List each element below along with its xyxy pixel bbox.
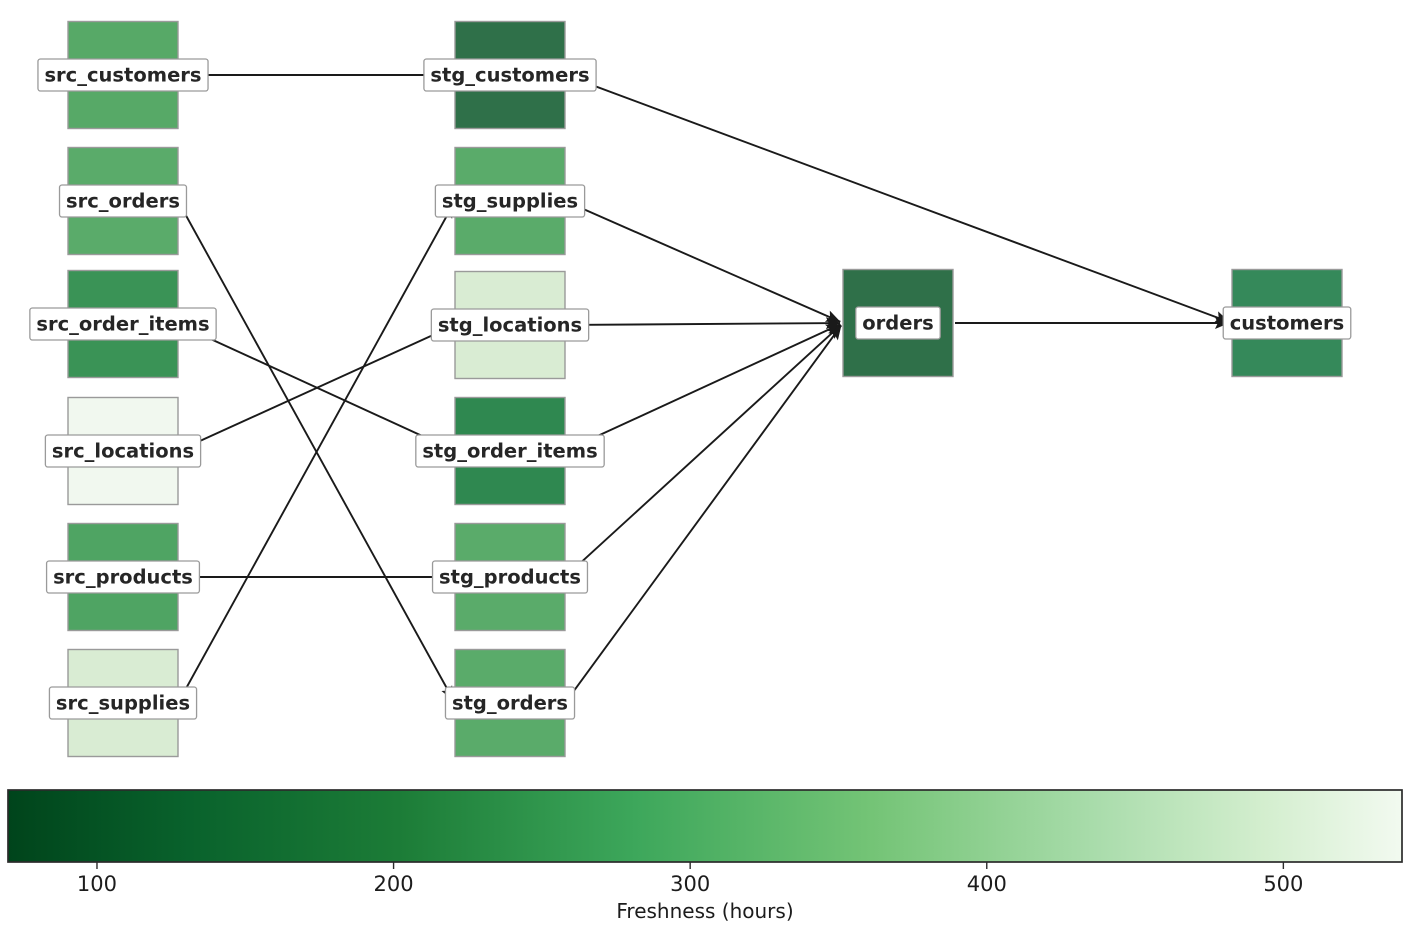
colorbar-ticklabel-400: 400 [967, 872, 1007, 896]
edge-stg_supplies-to-orders [566, 200, 841, 323]
node-label-box-src_customers [37, 58, 209, 92]
node-label-box-src_supplies [48, 686, 198, 720]
node-label-text-stg_orders: stg_orders [452, 692, 568, 715]
node-label-box-orders [855, 306, 941, 340]
node-label-customers: customers [1222, 306, 1352, 340]
node-label-box-src_locations [44, 434, 202, 468]
colorbar-ticklabel-300: 300 [670, 872, 710, 896]
edge-stg_customers-to-customers [566, 74, 1230, 323]
node-label-text-src_products: src_products [53, 566, 193, 589]
node-label-box-stg_order_items [415, 434, 605, 468]
node-label-text-src_locations: src_locations [52, 440, 194, 463]
node-label-box-src_products [45, 560, 201, 594]
node-label-text-stg_products: stg_products [439, 566, 581, 589]
node-label-src_products: src_products [45, 560, 201, 594]
node-label-text-src_orders: src_orders [66, 190, 180, 213]
edge-stg_orders-to-orders [565, 324, 842, 702]
node-label-box-customers [1222, 306, 1352, 340]
node-label-text-customers: customers [1230, 312, 1345, 335]
node-label-text-stg_supplies: stg_supplies [442, 190, 578, 213]
node-label-stg_order_items: stg_order_items [415, 434, 605, 468]
edge-src_locations-to-stg_locations [179, 325, 453, 452]
node-label-text-src_order_items: src_order_items [36, 313, 209, 336]
node-label-text-stg_customers: stg_customers [430, 64, 589, 87]
edge-stg_products-to-orders [565, 324, 842, 577]
node-label-box-stg_customers [423, 58, 597, 92]
node-label-src_order_items: src_order_items [29, 307, 217, 341]
node-label-stg_orders: stg_orders [444, 686, 576, 720]
node-label-text-stg_order_items: stg_order_items [422, 440, 597, 463]
colorbar-axis-label: Freshness (hours) [616, 899, 793, 923]
edges-layer [178, 74, 1230, 702]
edge-stg_locations-to-orders [566, 317, 841, 330]
node-label-text-src_customers: src_customers [44, 64, 201, 87]
node-label-text-stg_locations: stg_locations [438, 314, 582, 337]
node-label-box-stg_supplies [434, 184, 586, 218]
colorbar-ticklabel-200: 200 [374, 872, 414, 896]
node-label-stg_products: stg_products [431, 560, 589, 594]
node-label-src_orders: src_orders [58, 184, 188, 218]
node-label-stg_supplies: stg_supplies [434, 184, 586, 218]
node-label-text-src_supplies: src_supplies [56, 692, 190, 715]
node-label-box-stg_orders [444, 686, 576, 720]
node-label-box-stg_locations [430, 308, 590, 342]
edge-stg_order_items-to-orders [566, 323, 841, 452]
colorbar-ticklabel-100: 100 [77, 872, 117, 896]
node-label-orders: orders [855, 306, 941, 340]
edge-src_supplies-to-stg_supplies [178, 203, 455, 702]
node-label-text-orders: orders [862, 312, 933, 335]
node-label-box-src_order_items [29, 307, 217, 341]
node-labels-layer: src_customers src_orders src_order_itemssr… [29, 58, 1352, 720]
colorbar-frame [7, 789, 1403, 863]
node-label-src_customers: src_customers [37, 58, 209, 92]
node-label-stg_locations: stg_locations [430, 308, 590, 342]
node-label-stg_customers: stg_customers [423, 58, 597, 92]
node-label-box-stg_products [431, 560, 589, 594]
nodes-layer [67, 20, 1343, 758]
node-label-src_supplies: src_supplies [48, 686, 198, 720]
node-label-src_locations: src_locations [44, 434, 202, 468]
node-label-box-src_orders [58, 184, 188, 218]
colorbar-gradient [8, 790, 1402, 862]
colorbar-ticklabel-500: 500 [1263, 872, 1303, 896]
